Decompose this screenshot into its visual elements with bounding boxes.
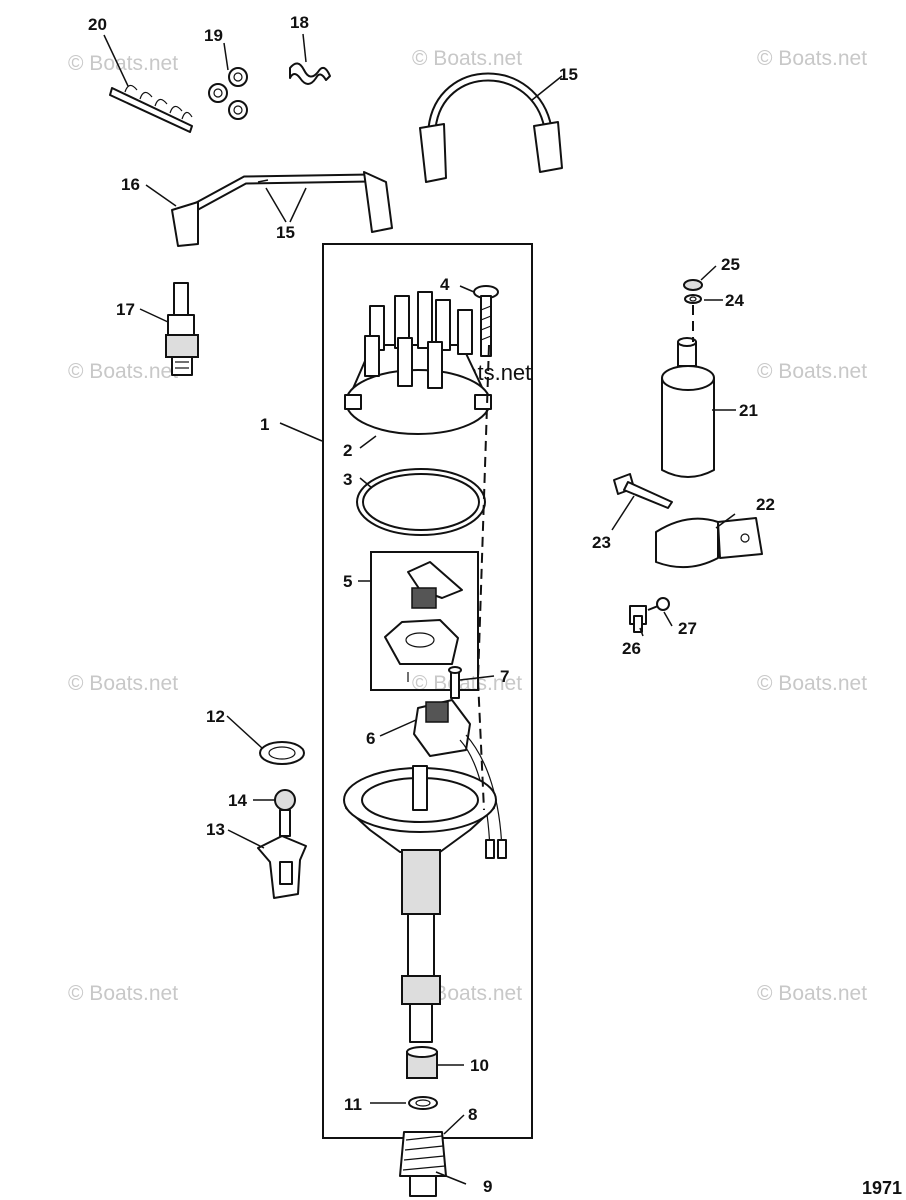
- module-screw: [448, 666, 462, 699]
- shaft-washer: [408, 1096, 438, 1110]
- callout-7: 7: [500, 667, 509, 686]
- leader-lines: [103, 33, 736, 1135]
- cap-screw: [473, 285, 499, 357]
- watermark: © Boats.net: [757, 982, 867, 1005]
- bracket-bolt: [629, 597, 670, 633]
- watermark: © Boats.net: [757, 672, 867, 695]
- wire-separator-comb: [109, 84, 193, 133]
- wire-double-clip: [289, 62, 331, 85]
- drive-gear: [399, 1131, 447, 1197]
- hold-down-clamp: [257, 835, 307, 899]
- spark-plug-wire-straight: [171, 171, 393, 247]
- callout-23: 23: [592, 533, 611, 552]
- callout-8: 8: [468, 1105, 477, 1124]
- spark-plug: [165, 282, 199, 376]
- watermark: © Boats.net: [68, 672, 178, 695]
- cap-gasket: [356, 468, 486, 536]
- assembly-line: [647, 605, 659, 611]
- watermark: © Boats.net: [68, 52, 178, 75]
- callout-16: 16: [121, 175, 140, 194]
- callout-13: 13: [206, 820, 225, 839]
- callout-14: 14: [228, 791, 247, 810]
- assembly-line: [476, 344, 490, 811]
- callout-21: 21: [739, 401, 758, 420]
- callout-18: 18: [290, 13, 309, 32]
- callout-19: 19: [204, 26, 223, 45]
- callout-labels: 1 2 3 4 5 6 7 8 9 10 11 12 13 14 15 15 1…: [88, 13, 775, 1196]
- wire-loom-clip: [208, 67, 248, 120]
- ignition-coil: [661, 337, 715, 478]
- hold-down-bolt: [274, 789, 296, 837]
- distributor-cap: [344, 291, 492, 435]
- callout-5: 5: [343, 572, 352, 591]
- callout-27: 27: [678, 619, 697, 638]
- base-gasket: [259, 741, 305, 765]
- watermark: © Boats.net: [757, 360, 867, 383]
- gear-roll-pin: [435, 1171, 467, 1185]
- watermark: © Boats.net: [412, 47, 522, 70]
- figure-number: 1971: [862, 1178, 902, 1198]
- watermark: © Boats.net: [68, 982, 178, 1005]
- callout-15-bottom: 15: [276, 223, 295, 242]
- callout-26: 26: [622, 639, 641, 658]
- rotor-kit: [370, 551, 479, 691]
- distributor-housing: [343, 765, 497, 1043]
- watermark: © Boats.net: [757, 47, 867, 70]
- callout-2: 2: [343, 441, 352, 460]
- callout-11: 11: [344, 1095, 362, 1114]
- callout-24: 24: [725, 291, 744, 310]
- shaft-bushing: [406, 1046, 438, 1079]
- callout-4: 4: [440, 275, 450, 294]
- callout-9: 9: [483, 1177, 492, 1196]
- callout-22: 22: [756, 495, 775, 514]
- callout-6: 6: [366, 729, 375, 748]
- callout-17: 17: [116, 300, 135, 319]
- watermark: © Boats.net: [68, 360, 178, 383]
- callout-15-top: 15: [559, 65, 578, 84]
- callout-25: 25: [721, 255, 740, 274]
- coil-nut: [683, 279, 703, 304]
- callout-1: 1: [260, 415, 269, 434]
- callout-20: 20: [88, 15, 107, 34]
- coil-bracket: [655, 517, 763, 569]
- callout-12: 12: [206, 707, 225, 726]
- spark-plug-wire-curved: [419, 72, 563, 183]
- callout-3: 3: [343, 470, 352, 489]
- ignition-module: [413, 699, 507, 859]
- coil-mounting-bolt: [613, 473, 673, 509]
- callout-10: 10: [470, 1056, 489, 1075]
